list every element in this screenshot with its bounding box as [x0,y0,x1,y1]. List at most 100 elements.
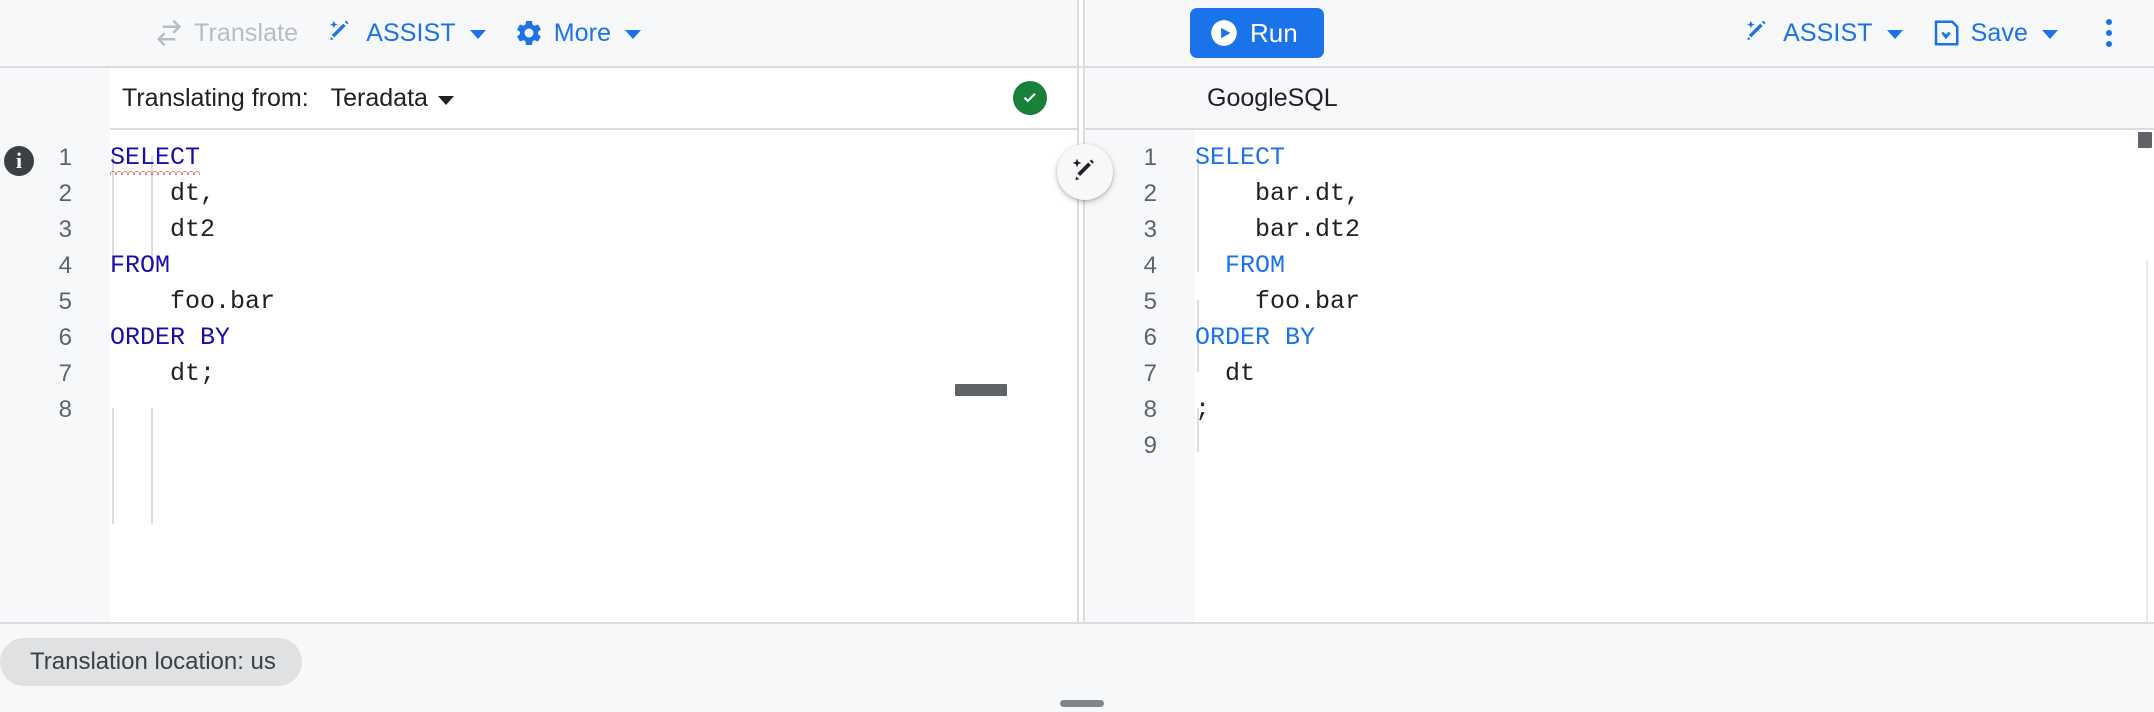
code-line: 5 foo.bar [0,284,1077,320]
code-token: dt; [110,359,216,388]
code-token: foo.bar [110,287,276,316]
info-icon-wrapper[interactable]: i [4,146,42,184]
code-line: 2 dt, [0,176,1077,212]
line-number: 6 [1143,324,1157,351]
translating-from-label: Translating from: [122,83,309,112]
code-text[interactable]: dt2 [82,212,215,248]
code-line: 8; [1085,392,2154,428]
target-gutter [1085,130,1195,624]
line-number: 5 [58,288,72,315]
more-button-label: More [553,18,612,47]
indent-guide [151,156,153,272]
code-text[interactable]: dt; [82,356,215,392]
code-token: FROM [110,251,171,280]
source-horizontal-scrollbar-thumb[interactable] [955,384,1007,396]
validation-status-badge [1013,81,1047,115]
code-text[interactable]: bar.dt, [1167,176,1360,212]
line-number: 4 [58,252,72,279]
source-dialect-value: Teradata [330,83,428,112]
line-number: 8 [1143,396,1157,423]
chevron-down-icon [2042,30,2058,39]
save-button[interactable]: Save [1917,10,2072,56]
code-text[interactable]: bar.dt2 [1167,212,1360,248]
code-token: dt [1195,359,1256,388]
indent-guide [1197,156,1199,272]
more-button[interactable]: More [500,10,655,56]
assist-button-right[interactable]: ASSIST [1729,10,1917,56]
code-line: 7 dt [1085,356,2154,392]
overflow-menu-button[interactable] [2086,10,2132,56]
target-header-gutter [1085,68,1195,128]
translate-swap-icon [154,18,184,48]
panel-resize-handle[interactable] [1060,700,1104,707]
code-text[interactable]: foo.bar [82,284,275,320]
indent-guide [151,408,153,524]
chevron-down-icon [625,30,642,39]
line-number: 7 [58,360,72,387]
code-token-error: SELECT [110,140,201,176]
indent-guide [1197,300,1199,372]
assist-button-right-label: ASSIST [1783,18,1873,47]
save-button-label: Save [1970,18,2028,47]
target-vertical-scrollbar-thumb[interactable] [2138,132,2152,148]
editor-bottom-border [0,622,2154,624]
target-toolbar: Run ASSIST [1085,0,2154,66]
line-number: 8 [58,396,72,423]
toolbar-pane-divider [1077,0,1085,66]
kebab-menu-icon [2106,41,2112,47]
assist-button-left[interactable]: ASSIST [312,10,500,56]
translate-button-label: Translate [194,18,299,47]
code-line: 5 foo.bar [1085,284,2154,320]
code-text[interactable]: FROM [82,248,170,284]
code-text[interactable]: foo.bar [1167,284,1360,320]
code-text[interactable]: FROM [1167,248,1285,284]
code-text[interactable]: dt [1167,356,1255,392]
source-header-gutter [0,68,110,130]
code-line: 4 FROM [0,248,1077,284]
code-text[interactable]: SELECT [1167,140,1285,176]
code-line: 9 [1085,428,2154,464]
code-text[interactable]: ORDER BY [82,320,230,356]
code-token: bar.dt, [1195,179,1361,208]
indent-guide [112,408,114,524]
line-number: 4 [1143,252,1157,279]
line-number: 3 [58,216,72,243]
play-icon [1210,19,1238,47]
chevron-down-icon [469,30,486,39]
line-number: 9 [1143,432,1157,459]
source-dialect-header: Translating from: Teradata [110,68,1077,130]
line-number: 7 [1143,360,1157,387]
code-line: 3 dt2 [0,212,1077,248]
code-text[interactable]: dt, [82,176,215,212]
code-token: SELECT [1195,143,1286,172]
source-dialect-select[interactable]: Teradata [331,84,454,113]
code-line: 4 FROM [1085,248,2154,284]
code-text[interactable]: SELECT [82,140,201,176]
magic-wand-icon [1743,18,1773,48]
translate-button[interactable]: Translate [140,10,312,56]
run-button[interactable]: Run [1190,8,1324,58]
code-line: 1 SELECT [1085,140,2154,176]
line-number: 1 [1143,144,1157,171]
save-disk-icon [1931,18,1961,48]
gear-icon [514,18,544,48]
assist-floating-button[interactable] [1057,144,1113,200]
code-text[interactable]: ORDER BY [1167,320,1315,356]
line-number: 2 [58,180,72,207]
line-number: 2 [1143,180,1157,207]
code-token: bar.dt2 [1195,215,1361,244]
code-token: ORDER BY [1195,323,1316,352]
kebab-menu-icon [2106,30,2112,36]
editor-pane-divider[interactable] [1077,130,1085,624]
assist-button-left-label: ASSIST [366,18,456,47]
code-line: 8 [0,392,1077,428]
code-text[interactable]: ; [1167,392,1210,428]
kebab-menu-icon [2106,19,2112,25]
